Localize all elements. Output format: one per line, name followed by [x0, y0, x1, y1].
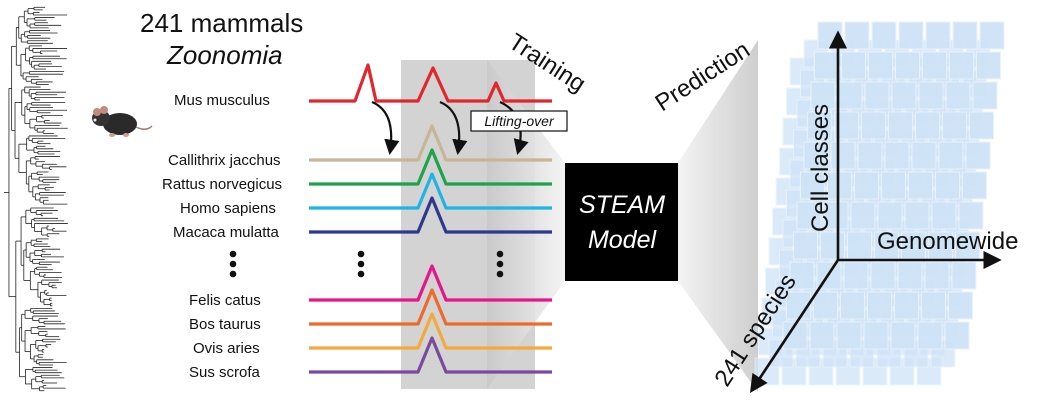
model-title-line2: Model [588, 226, 658, 254]
mouse-icon [92, 106, 153, 137]
species-label-top-3: Homo sapiens [180, 200, 276, 217]
species-label-reference: Mus musculus [174, 92, 270, 109]
species-label-top-4: Macaca mulatta [173, 224, 280, 241]
prediction-funnel [678, 40, 758, 392]
track-bottom-3 [309, 312, 552, 350]
track-top-3 [309, 172, 552, 210]
species-label-bottom-3: Ovis aries [193, 340, 260, 357]
track-reference [309, 63, 552, 103]
zoonomia-title: Zoonomia [166, 40, 283, 70]
track-top-4 [309, 196, 552, 234]
liftover-label: Lifting-over [484, 113, 555, 129]
model-title-line1: STEAM [579, 191, 665, 219]
mammal-count-title: 241 mammals [140, 8, 303, 38]
steam-model-box [565, 163, 678, 281]
species-label-bottom-1: Felis catus [189, 292, 261, 309]
track-bottom-1 [309, 264, 552, 302]
axis-species [749, 259, 840, 394]
axis-label-cell-classes: Cell classes [807, 104, 834, 232]
species-label-top-2: Rattus norvegicus [162, 176, 282, 193]
phylogenetic-tree [4, 6, 68, 392]
training-funnel [487, 60, 565, 389]
ellipsis-dots [229, 250, 504, 278]
track-bottom-2 [309, 288, 552, 326]
track-top-1 [309, 124, 552, 162]
liftover-label-box [470, 110, 568, 132]
axis-label-genomewide: Genomewide [877, 228, 1018, 255]
track-bottom-4 [309, 336, 552, 374]
prediction-cube [754, 21, 1005, 386]
species-label-bottom-4: Sus scrofa [189, 364, 261, 381]
cube-axes [749, 30, 1002, 394]
species-label-bottom-2: Bos taurus [189, 316, 261, 333]
track-top-2 [309, 148, 552, 186]
species-label-top-1: Callithrix jacchus [168, 152, 281, 169]
signal-tracks [309, 63, 552, 374]
